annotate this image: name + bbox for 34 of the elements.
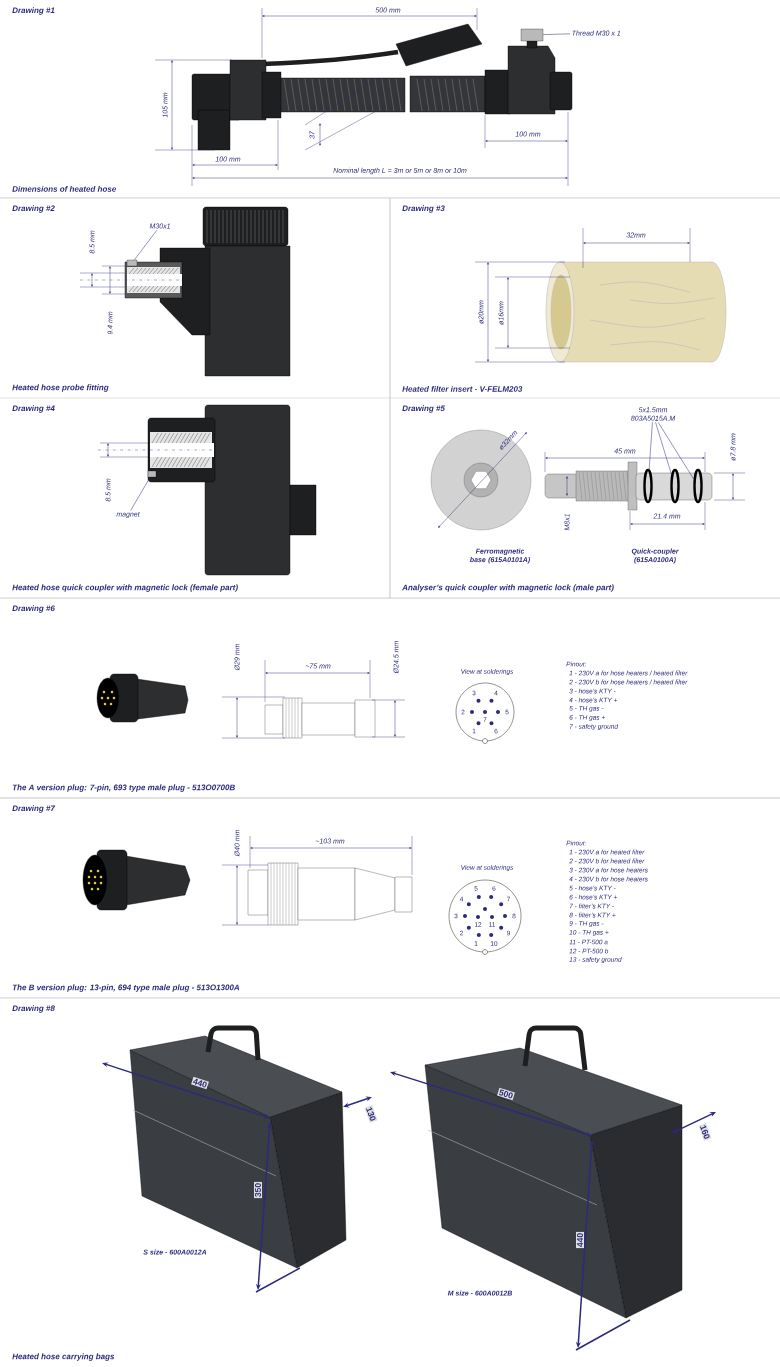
dimension-label: 440 [576,1231,584,1249]
leader-line [130,476,151,511]
o-ring [670,468,680,504]
panel-caption: Heated filter insert - V-FELM203 [402,385,523,392]
leader-line [134,229,158,261]
panel-heading: Drawing #8 [12,1005,55,1013]
dimension-label: 350 [254,1181,262,1199]
panel-caption: The A version plug: 7-pin, 693 type male plug - 513O0700B [12,784,235,792]
o-ring [643,468,653,504]
panel-caption: The B version plug: 13-pin, 694 type male plug - 513O1300A [12,984,240,992]
panel-heading: Drawing #2 [12,205,55,213]
panel-heading: Drawing #7 [12,805,56,813]
panel-heading: Drawing #5 [402,405,445,413]
dimension-label: 130 [364,1105,378,1123]
panel-caption: Heated hose probe fitting [12,384,109,392]
panel-heading: Drawing #3 [402,205,445,213]
dimension-label: 160 [698,1123,712,1141]
panel-heading: Drawing #1 [12,7,55,15]
part-marker [147,470,157,478]
leader-line [648,422,653,470]
leader-line [542,33,571,35]
leader-line [655,422,672,475]
panel-caption: Dimensions of heated hose [12,185,116,192]
dimension-label: 440 [191,1076,209,1090]
panel-caption: Heated hose carrying bags [12,1353,115,1361]
panel-heading: Drawing #4 [12,405,55,413]
leader-line [658,422,694,480]
dimension-label: 500 [497,1087,515,1101]
part-marker [126,259,138,267]
panel-heading: Drawing #6 [12,605,55,613]
part-marker [520,28,544,42]
o-ring [693,468,703,504]
panel-caption: Heated hose quick coupler with magnetic lock (female part) [12,584,238,592]
panel-caption: Analyser’s quick coupler with magnetic lock (male part) [402,584,614,592]
